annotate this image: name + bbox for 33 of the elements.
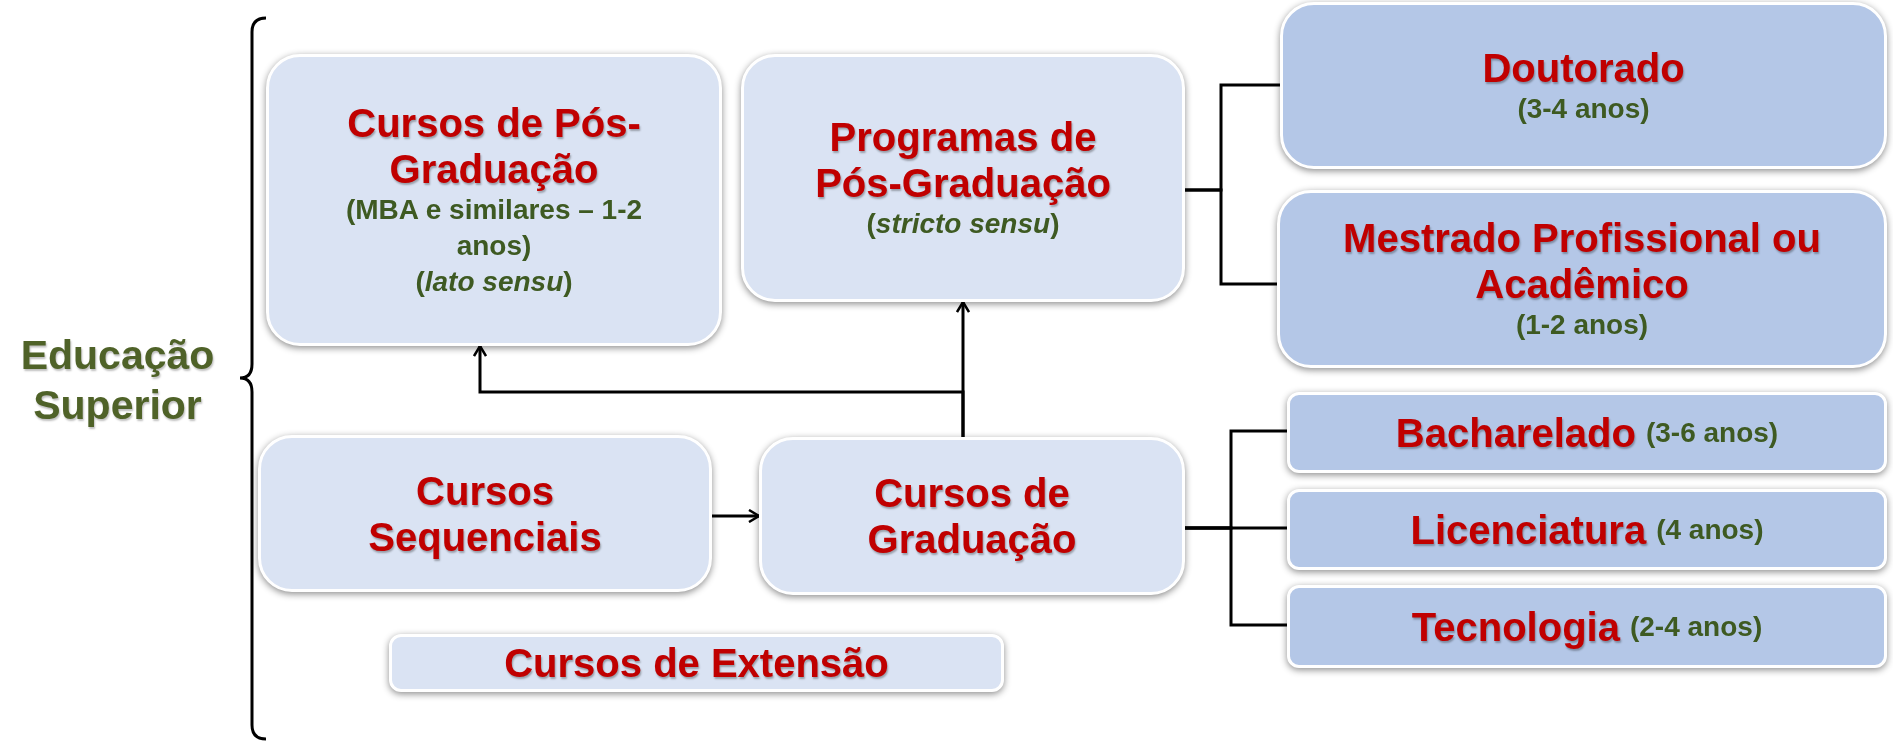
course-box: [1287, 392, 1887, 473]
course-box: [1287, 585, 1887, 668]
arrow: [472, 344, 965, 437]
course-detail: (2-4 anos): [1629, 609, 1763, 644]
course-title: Licenciatura: [1410, 506, 1647, 553]
course-box: [1280, 2, 1887, 169]
course-box: [258, 435, 712, 592]
course-box: [1277, 190, 1887, 368]
category-label: Educação Superior: [19, 331, 216, 430]
course-title: Cursos Sequenciais: [367, 467, 603, 560]
course-detail: (4 anos): [1656, 512, 1764, 547]
course-box: [266, 54, 722, 346]
course-detail: (3-4 anos): [1517, 91, 1650, 126]
course-title: Bacharelado: [1395, 409, 1636, 456]
course-box: [1287, 489, 1887, 570]
course-box: [389, 634, 1004, 692]
course-box: [741, 54, 1185, 302]
course-detail: (3-6 anos): [1645, 415, 1779, 450]
course-detail: (1-2 anos): [1515, 308, 1649, 342]
course-title: Cursos de Extensão: [504, 640, 889, 686]
arrow: [712, 508, 761, 524]
course-title: Doutorado: [1482, 44, 1685, 91]
course-title: Cursos de Pós-Graduação: [346, 100, 642, 192]
course-detail: (stricto sensu): [866, 207, 1060, 241]
course-box: [759, 437, 1185, 595]
course-title: Mestrado Profissional ou Acadêmico: [1342, 215, 1822, 307]
course-title: Tecnologia: [1411, 603, 1620, 650]
course-title: Cursos de Graduação: [866, 470, 1078, 562]
course-detail: (lato sensu): [415, 265, 573, 299]
connector-line: [1185, 526, 1287, 627]
course-detail: (MBA e similares – 1-2 anos): [344, 193, 644, 263]
connector-line: [1185, 188, 1277, 286]
course-title: Programas de Pós-Graduação: [814, 114, 1112, 206]
